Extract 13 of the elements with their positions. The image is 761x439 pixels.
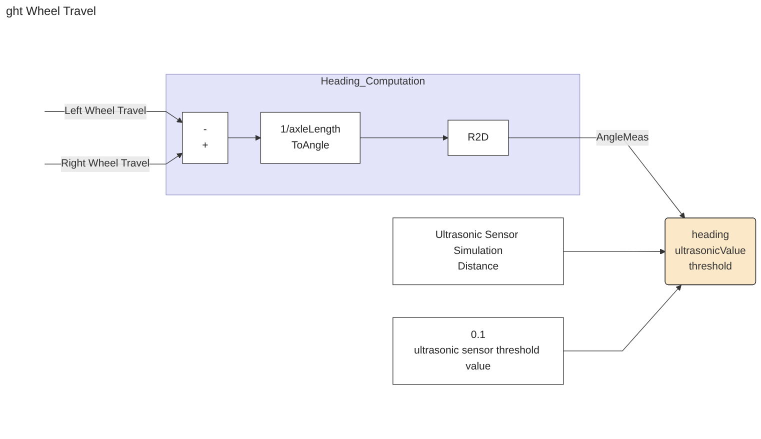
arrow bbox=[563, 284, 682, 351]
node-box: Ultrasonic Sensor Simulation Distance bbox=[392, 217, 564, 285]
node-box: 1/axleLength ToAngle bbox=[260, 112, 360, 164]
arrow bbox=[228, 134, 261, 140]
edge-label: Left Wheel Travel bbox=[64, 105, 146, 117]
node-box: 0.1 ultrasonic sensor threshold value bbox=[392, 316, 564, 384]
arrow bbox=[360, 134, 448, 140]
arrow bbox=[563, 248, 666, 254]
node-box: - + bbox=[182, 112, 228, 164]
signal-label: ght Wheel Travel bbox=[6, 4, 96, 18]
edge-label: Right Wheel Travel bbox=[61, 158, 150, 169]
edge-label: AngleMeas bbox=[596, 132, 649, 143]
node-box: R2D bbox=[448, 119, 509, 156]
